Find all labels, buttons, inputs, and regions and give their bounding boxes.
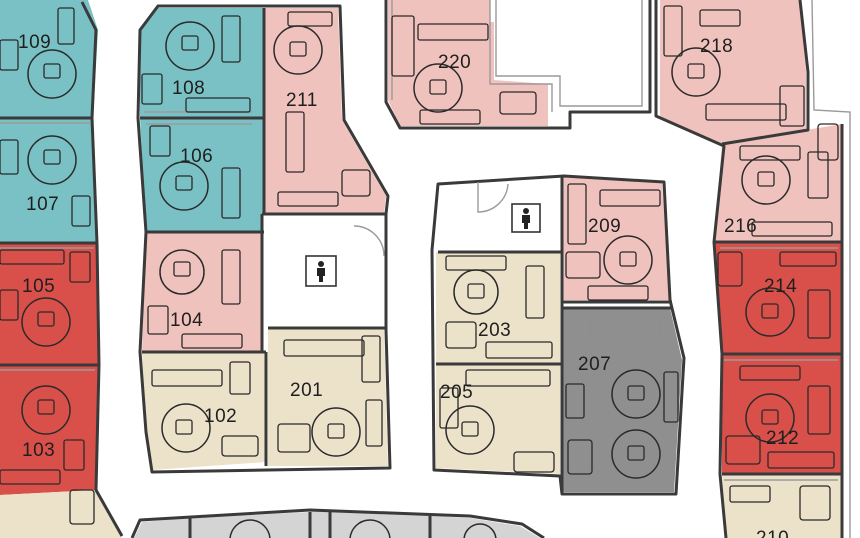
person-icon [305, 255, 337, 287]
room-218-label: 218 [700, 36, 733, 57]
room-106-label: 106 [180, 146, 213, 167]
left-building [0, 0, 124, 538]
room-211-label: 211 [286, 90, 318, 111]
restroom-center[interactable] [438, 176, 562, 252]
room-220-label: 220 [438, 52, 471, 73]
room-104-label: 104 [170, 310, 203, 331]
room-201-label: 201 [290, 380, 323, 401]
room-labels: 109 107 105 103 108 106 104 102 211 201 … [18, 32, 799, 538]
room-214[interactable] [714, 242, 842, 354]
room-203[interactable] [436, 252, 560, 364]
room-108[interactable] [140, 8, 264, 118]
room-209[interactable] [562, 176, 670, 300]
room-105-label: 105 [22, 276, 55, 297]
furniture-left [0, 7, 95, 525]
room-108-label: 108 [172, 78, 205, 99]
bottom-rooms [134, 510, 540, 538]
room-109[interactable] [0, 0, 98, 118]
room-106[interactable] [140, 118, 264, 232]
room-102-label: 102 [204, 406, 237, 427]
room-103[interactable] [0, 365, 99, 495]
corridor-bottom-left [0, 490, 122, 538]
room-203-label: 203 [478, 320, 511, 341]
room-102[interactable] [142, 352, 266, 470]
room-207-label: 207 [578, 354, 611, 375]
room-211[interactable] [264, 8, 386, 214]
room-210[interactable] [722, 474, 842, 538]
room-109-label: 109 [18, 32, 51, 53]
person-icon [511, 203, 541, 233]
furniture-c [439, 183, 679, 479]
room-107-label: 107 [26, 194, 59, 215]
furniture-right [663, 5, 839, 521]
room-210-label: 210 [756, 528, 789, 538]
room-218[interactable] [660, 0, 806, 144]
building-b [136, 4, 392, 474]
room-201[interactable] [268, 328, 388, 466]
building-c [430, 174, 686, 496]
room-216-label: 216 [724, 216, 757, 237]
room-103-label: 103 [22, 440, 55, 461]
room-212[interactable] [722, 354, 842, 474]
furniture-b [141, 11, 383, 457]
room-214-label: 214 [764, 276, 797, 297]
room-104[interactable] [142, 232, 262, 352]
building-220 [384, 0, 652, 130]
room-212-label: 212 [766, 428, 799, 449]
room-205-label: 205 [440, 382, 473, 403]
room-105[interactable] [0, 243, 99, 365]
building-bottom [130, 508, 545, 538]
room-209-label: 209 [588, 216, 621, 237]
building-right [654, 0, 851, 538]
room-216[interactable] [714, 124, 842, 242]
room-205[interactable] [436, 364, 560, 474]
room-220[interactable] [388, 0, 548, 126]
